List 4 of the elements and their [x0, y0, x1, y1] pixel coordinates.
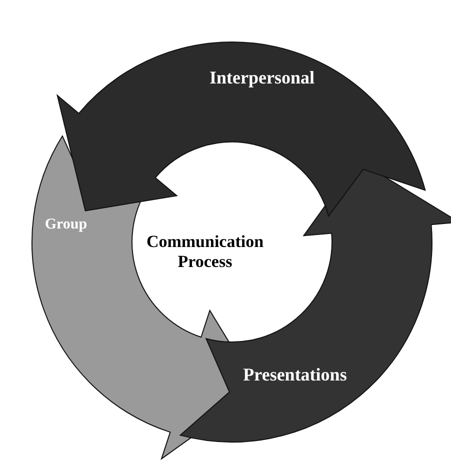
arrow-label: Presentations: [243, 364, 347, 386]
arrow-label: Interpersonal: [210, 68, 314, 88]
center-title: Communication Process: [145, 232, 265, 272]
arrow-label: Group: [44, 216, 88, 234]
